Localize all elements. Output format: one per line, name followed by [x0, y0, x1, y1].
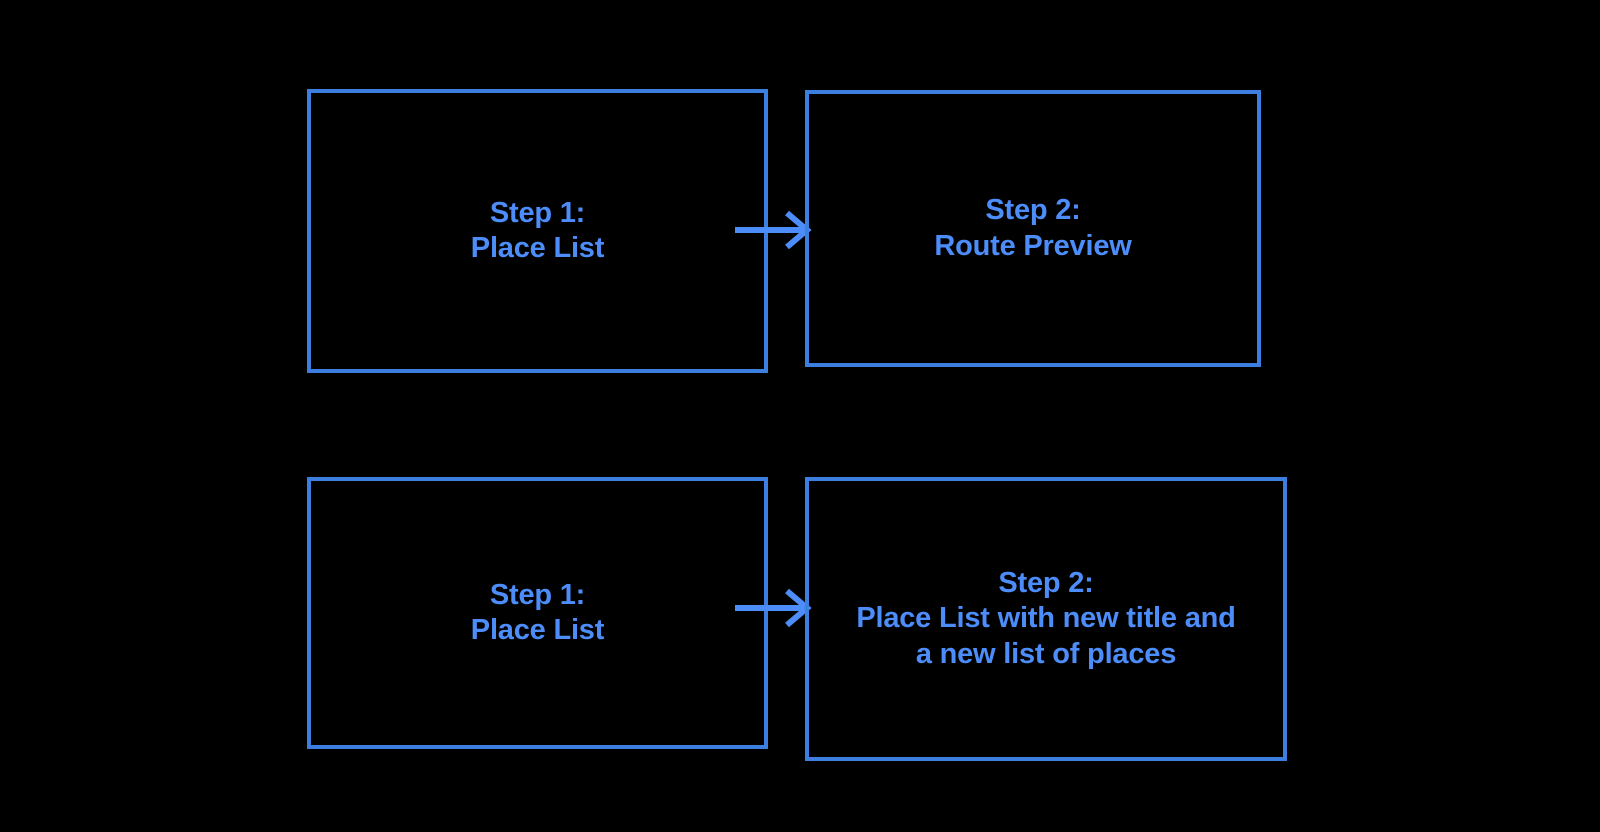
flow-step-label: Step 2: Route Preview — [934, 194, 1132, 262]
flow-step-label: Step 2: Place List with new title and a … — [856, 566, 1236, 670]
flow-step-label: Step 1: Place List — [470, 196, 605, 264]
flow-step-box-step-2-new-place-list[interactable]: Step 2: Place List with new title and a … — [805, 477, 1287, 761]
flow-step-box-step-1-place-list-2[interactable]: Step 1: Place List — [307, 477, 768, 749]
flow-step-box-step-1-place-list[interactable]: Step 1: Place List — [307, 89, 768, 373]
flow-step-label: Step 1: Place List — [470, 578, 605, 646]
flow-step-box-step-2-route-preview[interactable]: Step 2: Route Preview — [805, 90, 1261, 367]
